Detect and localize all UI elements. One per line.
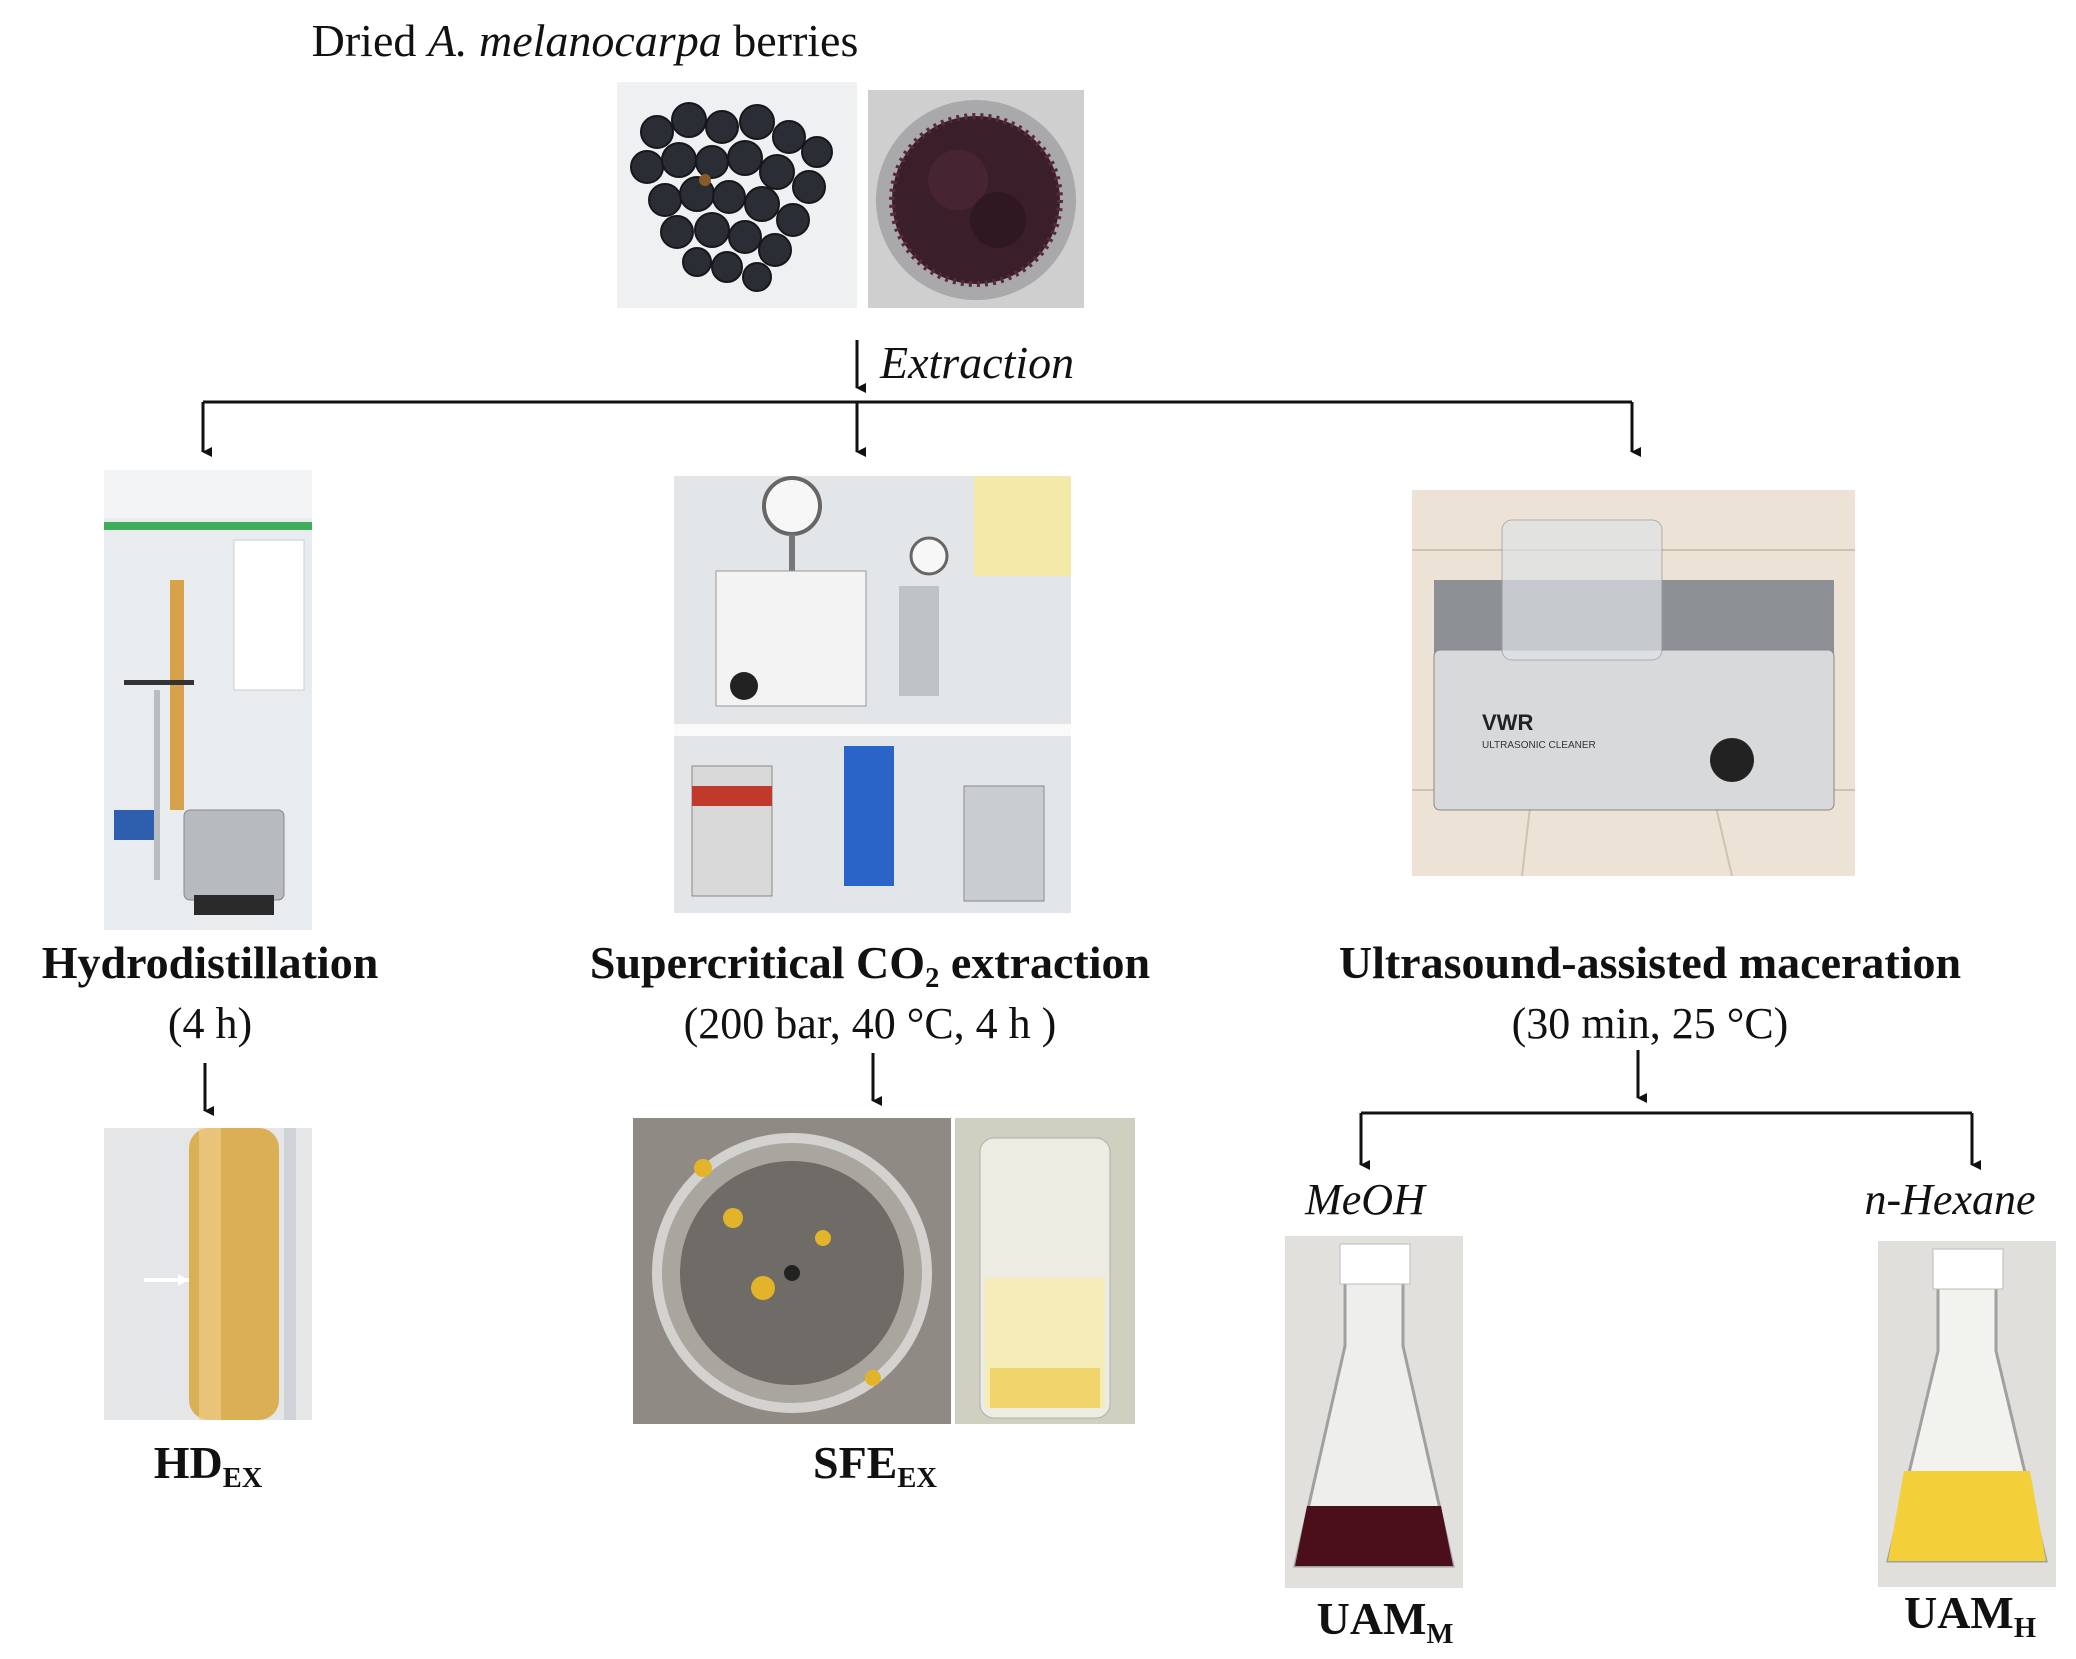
ultrasound-conditions: (30 min, 25 °C) — [1511, 999, 1789, 1048]
ultrasonic-bath-photo: VWR ULTRASONIC CLEANER — [1412, 490, 1855, 876]
meoh-flask-photo — [1285, 1236, 1463, 1588]
hd-ex-label: HDEX — [153, 1437, 263, 1495]
hydrodistillation-conditions: (4 h) — [167, 999, 253, 1048]
supercritical-label: Supercritical CO2 extraction — [589, 937, 1151, 995]
hexane-flask-photo — [1878, 1241, 2056, 1587]
hd-extract-photo — [104, 1128, 312, 1420]
meoh-label: MeOH — [1305, 1175, 1425, 1224]
hydrodistillation-label: Hydrodistillation — [41, 937, 379, 988]
hydrodistillation-photo — [104, 470, 312, 930]
hexane-label: n-Hexane — [1864, 1175, 2036, 1224]
source-title: Dried A. melanocarpa berries — [311, 15, 859, 66]
dried-berries-photo — [617, 82, 857, 308]
uam-m-label: UAMM — [1316, 1593, 1454, 1651]
supercritical-co2-photo — [674, 476, 1071, 913]
ultrasound-label: Ultrasound-assisted maceration — [1338, 937, 1962, 988]
ground-berries-photo — [868, 90, 1084, 308]
sfe-jar-photo — [955, 1118, 1135, 1424]
sfe-vessel-photo — [633, 1118, 951, 1424]
uam-h-label: UAMH — [1903, 1587, 2037, 1645]
device-name-text: ULTRASONIC CLEANER — [1482, 740, 1596, 751]
supercritical-conditions: (200 bar, 40 °C, 4 h ) — [683, 999, 1057, 1048]
sfe-ex-label: SFEEX — [813, 1437, 937, 1495]
extraction-label: Extraction — [880, 337, 1075, 388]
device-brand-text: VWR — [1482, 710, 1533, 735]
